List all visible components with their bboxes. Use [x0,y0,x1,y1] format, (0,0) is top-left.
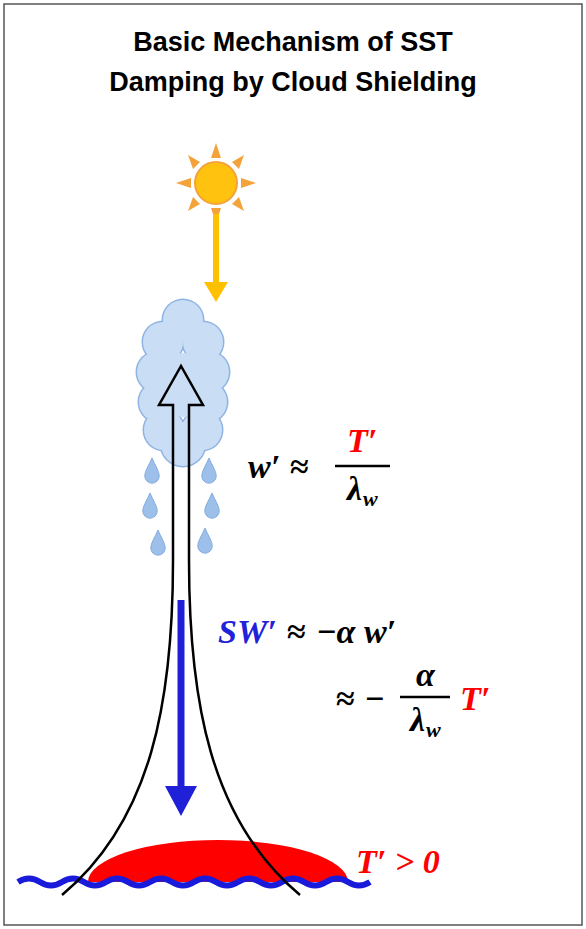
fraction-numerator: T′ [347,424,377,458]
raindrops [143,458,219,555]
fraction-denominator: λ [347,472,362,506]
sun-symbol [176,143,256,223]
fraction-bar [400,696,450,699]
equation-operator: − [365,682,384,716]
equation-term: T′ [460,682,490,716]
subscript: w [363,488,378,510]
fraction-numerator: α [416,658,435,692]
equation-operator: ≈ [287,615,306,649]
shortwave-reduction-arrow [165,600,197,816]
frame-border [4,4,582,925]
subscript: w [426,719,441,741]
anomaly-label: T′ > 0 [356,845,440,879]
diagram-title: Basic Mechanism of SST Damping by Cloud … [88,22,498,102]
sunlight-arrow [204,214,228,302]
equation-operator: ≈ [290,450,309,484]
equation-term: SW′ [218,615,277,649]
equation-term: −α w′ [316,615,396,649]
ocean-warm-anomaly [18,840,370,886]
fraction-bar [335,465,390,468]
fraction-denominator: λ [410,703,425,737]
equation-operator: ≈ [336,682,355,716]
equation-term: w′ [248,450,280,484]
cloud-symbol [136,299,231,468]
convection-updraft-arrow [62,366,300,895]
